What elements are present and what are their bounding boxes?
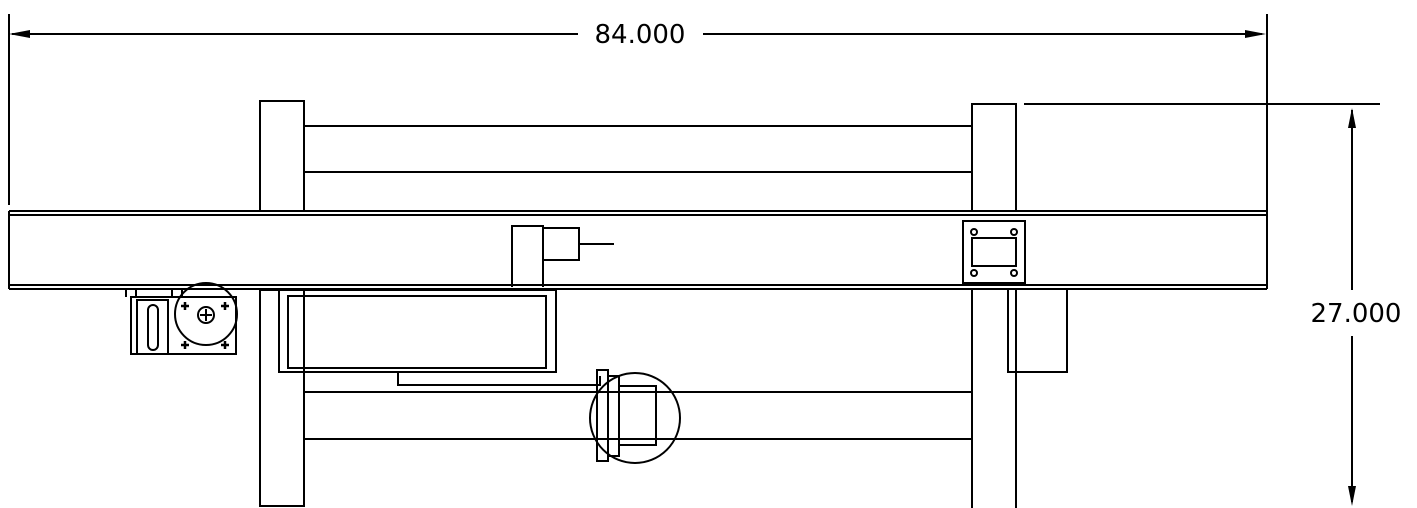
tray-inner [287,295,547,369]
motor-bolt-4 [221,341,229,349]
junction-box-bolt-tr [1010,228,1018,236]
right-support-bracket [1007,288,1068,373]
junction-box-bolt-bl [970,269,978,277]
length-arrow-left [9,30,30,38]
conveyor-bed [8,210,1268,290]
stand-legs [259,100,1017,508]
roller-hub [618,385,657,446]
motor-adjust-slot [147,304,159,351]
drive-motor-assembly [125,282,238,355]
motor-bolt-1 [181,302,189,310]
motor-shaft [197,306,215,324]
length-dimension-value: 84.000 [595,20,686,50]
junction-box-inner [971,237,1017,267]
width-arrow-top [1348,108,1356,128]
junction-box [962,220,1026,284]
tray-outer [278,289,557,373]
junction-box-bolt-tl [970,228,978,236]
motor-mount-inner [136,299,169,355]
motor-bolts [181,302,229,349]
motor-bolt-2 [221,302,229,310]
sensor-bracket-body [511,225,544,287]
junction-box-plate [962,220,1026,284]
motor-bolt-3 [181,341,189,349]
roller-flange-inner [607,375,620,457]
lower-roller-assembly [589,369,681,464]
width-arrow-bottom [1348,486,1356,506]
right-leg-upper [971,103,1017,212]
left-leg-upper [259,100,305,212]
width-dimension: 27.000 [1024,103,1402,506]
length-arrow-right [1245,30,1266,38]
motor-pulley [174,282,238,346]
left-leg-lower [259,289,305,507]
cross-rails [304,125,972,440]
roller-housing-circle [589,372,681,464]
tray-extension-arm [397,372,601,386]
sensor-head [542,227,580,261]
sensor-bracket [511,225,614,287]
under-conveyor-tray [278,289,601,386]
junction-box-bolt-br [1010,269,1018,277]
length-dimension: 84.000 [8,14,1268,278]
width-dimension-value: 27.000 [1311,299,1402,329]
motor-mount-plate [130,296,237,355]
